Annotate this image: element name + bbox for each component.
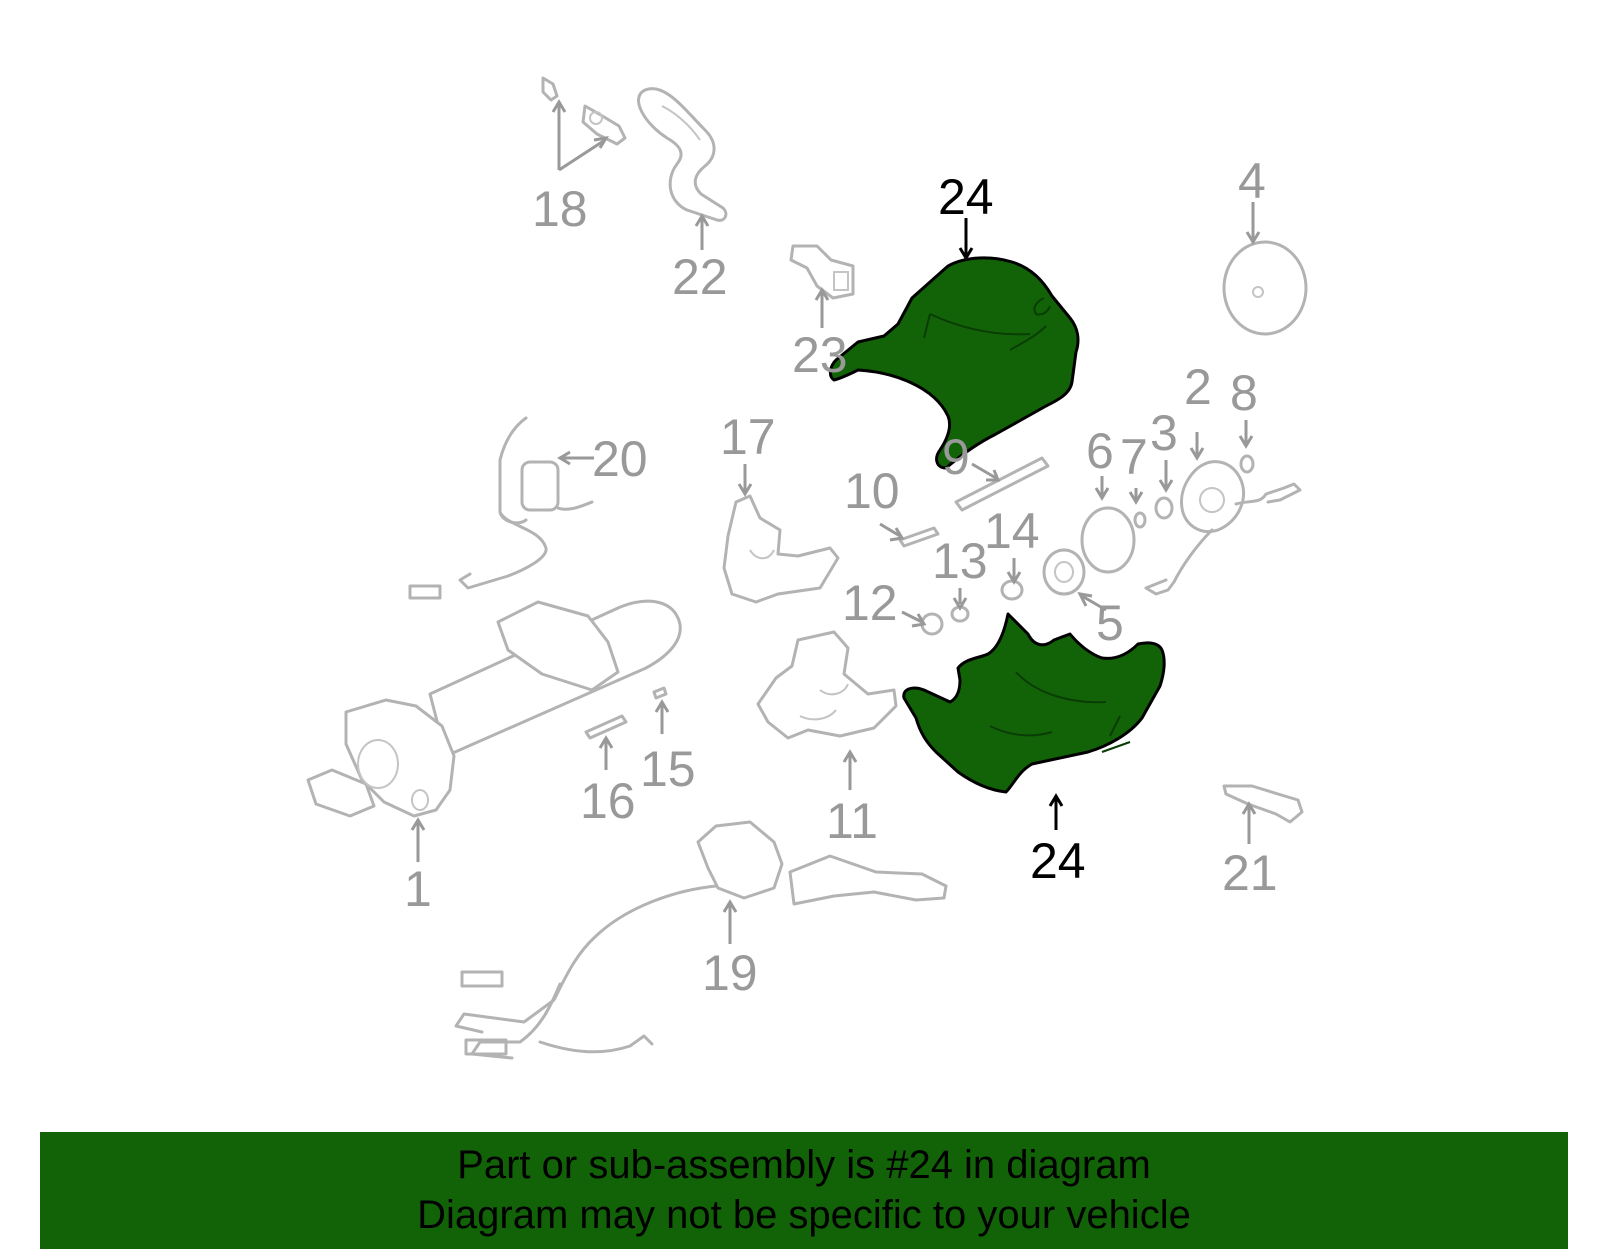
leader-arrows — [410, 99, 1261, 944]
part-24-upper-shroud[interactable] — [828, 256, 1080, 470]
part-6[interactable] — [1080, 506, 1136, 574]
callout-5: 5 — [1096, 595, 1124, 651]
callout-22: 22 — [672, 249, 728, 305]
part-24-lower-shroud[interactable] — [902, 612, 1166, 794]
callout-3: 3 — [1150, 405, 1178, 461]
callout-23: 23 — [792, 327, 848, 383]
part-5[interactable] — [1042, 548, 1086, 596]
part-23[interactable] — [789, 244, 855, 300]
part-16[interactable] — [584, 714, 628, 740]
callout-24-lower: 24 — [1030, 833, 1086, 889]
part-22[interactable] — [637, 87, 728, 222]
part-4[interactable] — [1222, 240, 1308, 336]
callout-8: 8 — [1230, 365, 1258, 421]
callout-21: 21 — [1222, 845, 1278, 901]
part-10[interactable] — [898, 526, 940, 548]
part-2[interactable] — [1144, 460, 1302, 596]
callout-7: 7 — [1120, 429, 1148, 485]
banner-line-2: Diagram may not be specific to your vehi… — [417, 1193, 1191, 1237]
part-15[interactable] — [652, 686, 668, 700]
callout-11: 11 — [826, 793, 878, 849]
info-banner: Part or sub-assembly is #24 in diagram D… — [40, 1132, 1568, 1249]
callout-20: 20 — [592, 431, 648, 487]
part-19[interactable] — [454, 820, 948, 1060]
part-18[interactable] — [541, 76, 627, 146]
part-20[interactable] — [408, 416, 594, 600]
callout-labels: 18 22 23 24 4 2 8 6 7 3 9 17 20 10 14 13… — [404, 153, 1278, 1001]
part-7[interactable] — [1133, 511, 1147, 529]
part-1[interactable] — [306, 599, 682, 818]
part-17[interactable] — [722, 494, 840, 604]
callout-14: 14 — [984, 503, 1040, 559]
callout-9: 9 — [942, 429, 970, 485]
part-9[interactable] — [954, 456, 1050, 512]
part-8[interactable] — [1239, 454, 1255, 474]
callout-19: 19 — [702, 945, 758, 1001]
callout-15: 15 — [640, 741, 696, 797]
callout-16: 16 — [580, 773, 636, 829]
part-21[interactable] — [1222, 784, 1304, 824]
callout-10: 10 — [844, 463, 900, 519]
callout-13: 13 — [932, 533, 988, 589]
part-11[interactable] — [756, 630, 898, 740]
part-14[interactable] — [1000, 579, 1024, 601]
callout-24-upper: 24 — [938, 169, 994, 225]
callout-17: 17 — [720, 409, 776, 465]
callout-4: 4 — [1238, 153, 1266, 209]
callout-2: 2 — [1184, 359, 1212, 415]
callout-12: 12 — [842, 575, 898, 631]
banner-line-1: Part or sub-assembly is #24 in diagram — [457, 1143, 1151, 1187]
callout-6: 6 — [1086, 423, 1114, 479]
callout-1: 1 — [404, 861, 432, 917]
part-3[interactable] — [1154, 496, 1174, 520]
callout-18: 18 — [532, 181, 588, 237]
